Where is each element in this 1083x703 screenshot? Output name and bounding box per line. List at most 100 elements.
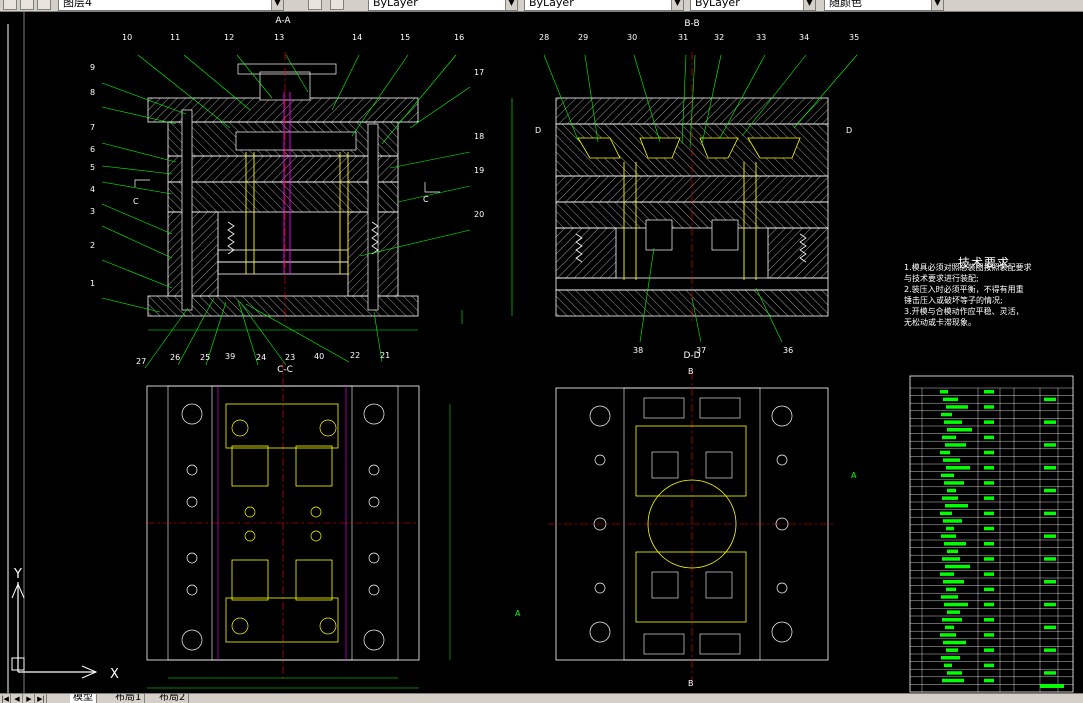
table-cell-fill — [944, 420, 962, 424]
color-combo[interactable]: 随颜色▼ — [824, 0, 944, 11]
part-label-10: 10 — [122, 33, 132, 42]
cut-label-a-right: A — [851, 471, 857, 480]
table-cell-fill — [942, 435, 956, 440]
table-cell-fill — [942, 557, 960, 561]
table-cell-fill — [947, 428, 972, 432]
part-label-37: 37 — [696, 346, 706, 355]
part-label-36: 36 — [783, 346, 793, 355]
slider-right — [747, 137, 801, 159]
table-cell-fill — [984, 390, 994, 394]
table-cell-fill — [984, 602, 994, 607]
tech-requirements-title: 技术要求 — [958, 256, 1011, 270]
part-label-32: 32 — [714, 33, 724, 42]
cut-label-d-left: D — [535, 126, 541, 135]
table-cell-fill — [944, 663, 952, 668]
slider-center — [639, 137, 681, 159]
tab-first-icon[interactable]: |◀ — [0, 694, 11, 703]
layer-state-icon[interactable] — [20, 0, 34, 10]
section-aa-label: A-A — [275, 16, 291, 26]
part-label-30: 30 — [627, 33, 637, 42]
section-cc-label: C-C — [277, 365, 293, 375]
table-cell-fill — [984, 572, 994, 576]
dd-part-shapes — [643, 397, 741, 655]
layer-combo[interactable]: 图层4 ▼ — [58, 0, 284, 11]
tab-next-icon[interactable]: ▶ — [24, 694, 35, 703]
ucs-x-arrow — [81, 665, 98, 679]
table-cell-fill — [945, 564, 970, 569]
dd-cavities — [635, 425, 747, 623]
tab-layout1[interactable]: 布局1 — [112, 694, 146, 703]
part-label-27: 27 — [136, 357, 146, 366]
lineweight-combo[interactable]: ByLayer▼ — [524, 0, 684, 11]
table-cell-fill — [1044, 625, 1056, 630]
section-cc-view: C-C 39 40 — [146, 352, 451, 689]
make-current-icon[interactable] — [308, 0, 322, 10]
table-cell-fill — [984, 633, 994, 637]
table-cell-fill — [943, 458, 960, 462]
chevron-down-icon: ▼ — [671, 0, 683, 10]
chevron-down-icon: ▼ — [803, 0, 815, 10]
part-label-20: 20 — [474, 210, 484, 219]
part-label-15: 15 — [400, 33, 410, 42]
table-cell-fill — [984, 526, 994, 531]
layout-tab-bar: |◀ ◀ ▶ ▶| 模型 布局1 布局2 — [0, 693, 1083, 703]
cc-guide-holes — [181, 403, 385, 651]
part-label-7: 7 — [90, 123, 95, 132]
table-cell-fill — [1044, 420, 1056, 424]
table-cell-fill — [1044, 466, 1056, 470]
tab-layout2[interactable]: 布局2 — [156, 694, 190, 703]
table-cell-fill — [945, 504, 968, 508]
part-label-35: 35 — [849, 33, 859, 42]
part-label-2: 2 — [90, 241, 95, 250]
table-cell-fill — [984, 405, 994, 409]
locating-ring — [237, 63, 337, 75]
part-label-19: 19 — [474, 166, 484, 175]
plotstyle-combo-value: ByLayer — [695, 0, 740, 9]
tab-last-icon[interactable]: ▶| — [36, 694, 47, 703]
table-cell-fill — [945, 625, 954, 630]
layer-manager-icon[interactable] — [3, 0, 17, 10]
part-label-38: 38 — [633, 346, 643, 355]
table-cell-fill — [944, 602, 968, 607]
parts-list-table — [909, 375, 1074, 693]
drawing-canvas[interactable]: A-A — [0, 12, 1083, 693]
table-cell-fill — [984, 663, 994, 668]
bb-spring-right — [799, 233, 807, 263]
part-label-24: 24 — [256, 353, 266, 362]
tab-model[interactable]: 模型 — [70, 694, 97, 703]
table-cell-fill — [946, 526, 954, 531]
chevron-down-icon: ▼ — [931, 0, 943, 10]
table-cell-fill — [944, 542, 966, 546]
part-label-18: 18 — [474, 132, 484, 141]
table-cell-fill — [984, 435, 994, 440]
table-cell-fill — [940, 511, 952, 516]
layer-freeze-icon[interactable] — [37, 0, 51, 10]
layer-previous-icon[interactable] — [330, 0, 344, 10]
table-cell-fill — [941, 534, 956, 538]
cut-label-a-left: A — [515, 609, 521, 618]
table-cell-fill — [943, 640, 966, 645]
table-cell-fill — [943, 397, 958, 402]
part-label-9: 9 — [90, 63, 95, 72]
part-label-12: 12 — [224, 33, 234, 42]
tab-prev-icon[interactable]: ◀ — [12, 694, 23, 703]
properties-toolbar: 图层4▼ ByLayer▼ ByLayer▼ ByLayer▼ 随颜色▼ — [0, 0, 1083, 12]
table-cell-fill — [1044, 602, 1056, 607]
drawing-svg: A-A — [7, 12, 1074, 693]
table-cell-fill — [944, 481, 964, 485]
plotstyle-combo[interactable]: ByLayer ▼ — [690, 0, 816, 11]
table-cell-fill — [940, 633, 956, 637]
linetype-combo[interactable]: ByLayer▼ — [368, 0, 518, 11]
section-bb-view: B-B — [535, 19, 858, 343]
part-label-11: 11 — [170, 33, 180, 42]
chevron-down-icon: ▼ — [271, 0, 283, 10]
table-cell-fill — [1044, 534, 1056, 538]
top-clamp-plate — [147, 97, 419, 123]
table-cell-fill — [1044, 557, 1056, 561]
table-cell-fill — [942, 678, 964, 683]
table-cell-fill — [1044, 397, 1056, 402]
part-label-34: 34 — [799, 33, 809, 42]
table-cell-fill — [1044, 671, 1056, 675]
table-cell-fill — [940, 450, 950, 455]
layer-combo-value: 图层4 — [63, 0, 92, 9]
